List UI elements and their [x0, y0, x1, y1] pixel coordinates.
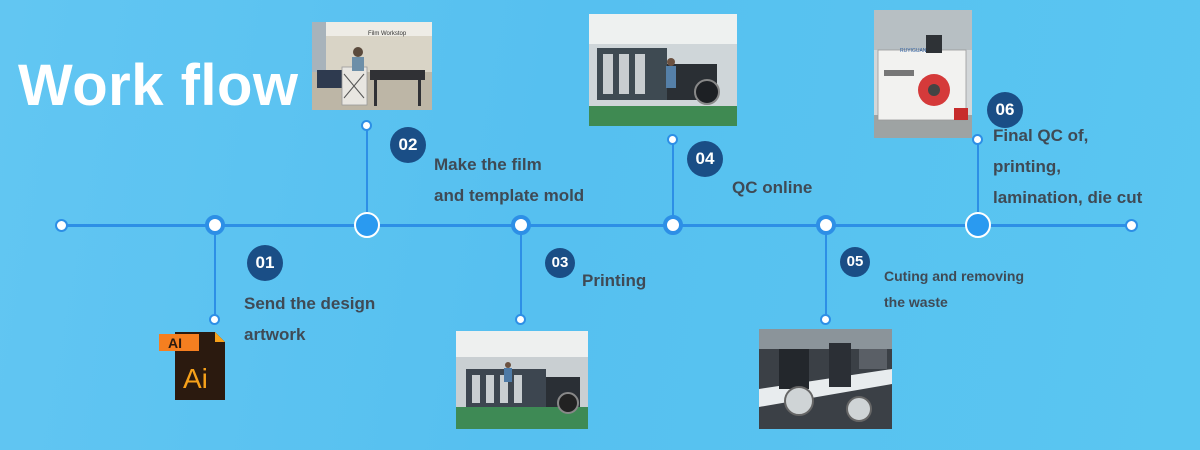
step-text-04: QC online [732, 172, 812, 203]
step-badge-04: 04 [687, 141, 723, 177]
step-text-05-line-1: Cuting and removing [884, 268, 1024, 284]
step-text-06-line-3: lamination, die cut [993, 188, 1143, 207]
step-badge-06: 06 [987, 92, 1023, 128]
step-text-06: Final QC of, printing, lamination, die c… [993, 120, 1142, 213]
timeline-node-05 [816, 215, 836, 235]
connector-04 [672, 142, 674, 216]
timeline-start-dot [55, 219, 68, 232]
ai-icon-letters: Ai [183, 363, 208, 394]
timeline-end-dot [1125, 219, 1138, 232]
step-badge-03: 03 [545, 248, 575, 278]
cutting-waste-photo [759, 329, 892, 429]
machine-brand-label: RUYIGUAN [900, 48, 927, 54]
adobe-illustrator-icon: AI Ai [159, 332, 225, 400]
step-text-03: Printing [582, 265, 646, 296]
film-workshop-photo: Film Workstop [312, 22, 432, 110]
timeline-line [62, 224, 1132, 227]
connector-dot-01 [209, 314, 220, 325]
connector-05 [825, 234, 827, 316]
timeline-node-01 [205, 215, 225, 235]
step-text-03-line-1: Printing [582, 271, 647, 290]
step-text-01-line-1: Send the design [244, 294, 376, 313]
timeline-node-03 [511, 215, 531, 235]
step-text-06-line-1: Final QC of, [993, 126, 1089, 145]
connector-dot-02 [361, 120, 372, 131]
timeline-node-04 [663, 215, 683, 235]
step-text-04-line-1: QC online [732, 178, 813, 197]
step-text-06-line-2: printing, [993, 157, 1061, 176]
step-text-01: Send the design artwork [244, 288, 375, 350]
connector-02 [366, 128, 368, 212]
step-text-02-line-2: and template mold [434, 186, 585, 205]
connector-dot-05 [820, 314, 831, 325]
step-text-02-line-1: Make the film [434, 155, 542, 174]
final-qc-machine-photo: RUYIGUAN [874, 10, 972, 138]
step-text-02: Make the film and template mold [434, 149, 584, 211]
step-text-05-line-2: the waste [884, 294, 948, 310]
step-text-01-line-2: artwork [244, 325, 306, 344]
step-text-05: Cuting and removing the waste [884, 263, 1024, 315]
connector-06 [977, 142, 979, 212]
page-title: Work flow [18, 53, 299, 118]
film-workshop-sign: Film Workstop [368, 31, 407, 37]
connector-01 [214, 234, 216, 316]
timeline-node-06 [965, 212, 991, 238]
step-badge-02: 02 [390, 127, 426, 163]
timeline-node-02 [354, 212, 380, 238]
qc-online-photo [589, 14, 737, 126]
connector-dot-03 [515, 314, 526, 325]
connector-03 [520, 234, 522, 316]
connector-dot-04 [667, 134, 678, 145]
connector-dot-06 [972, 134, 983, 145]
ai-icon-tag: AI [168, 335, 182, 351]
printing-photo [456, 331, 588, 429]
step-badge-05: 05 [840, 247, 870, 277]
step-badge-01: 01 [247, 245, 283, 281]
